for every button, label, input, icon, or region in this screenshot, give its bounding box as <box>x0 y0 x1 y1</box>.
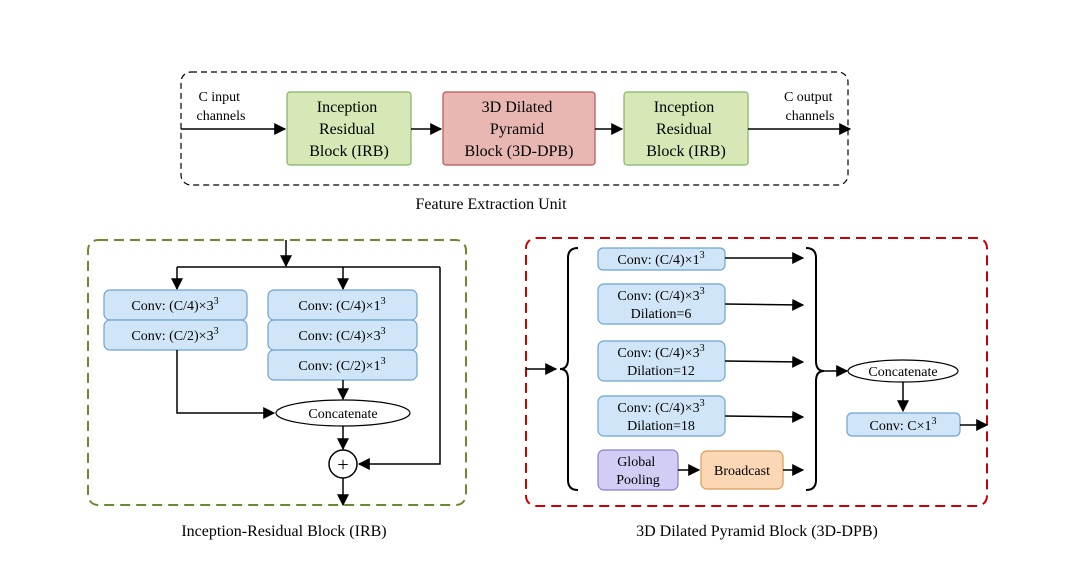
svg-text:Conv: (C/4)×33: Conv: (C/4)×33 <box>617 286 704 304</box>
dpb-concatenate-node: Concatenate <box>847 359 959 383</box>
dpb-caption: 3D Dilated Pyramid Block (3D-DPB) <box>636 523 878 540</box>
svg-text:Conv: (C/4)×13: Conv: (C/4)×13 <box>617 250 704 268</box>
svg-text:+: + <box>337 454 348 476</box>
dpb-panel: Conv: (C/4)×13 Conv: (C/4)×33 Dilation=6… <box>525 237 989 540</box>
dpb-branch-conv-1: Conv: (C/4)×13 <box>597 247 726 271</box>
dpb-branch-4-arrow <box>724 410 805 423</box>
dpb-dashed-border <box>525 237 988 507</box>
svg-text:Concatenate: Concatenate <box>308 407 377 422</box>
irb-left-conv-2: Conv: (C/2)×33 <box>103 319 248 351</box>
svg-text:Dilation=6: Dilation=6 <box>631 307 692 322</box>
dpb-branch-conv-4: Conv: (C/4)×33 Dilation=18 <box>597 395 726 437</box>
irb-caption: Inception-Residual Block (IRB) <box>181 523 386 540</box>
feu-irb1-label: Inception Residual Block (IRB) <box>309 99 389 160</box>
irb-panel: Conv: (C/4)×33 Conv: (C/2)×33 Conv: (C/4… <box>87 239 467 540</box>
svg-text:Broadcast: Broadcast <box>714 464 770 479</box>
feature-extraction-unit: C input channels Inception Residual Bloc… <box>180 71 852 213</box>
svg-text:Conv: C×13: Conv: C×13 <box>870 416 937 434</box>
svg-text:Conv: (C/2)×33: Conv: (C/2)×33 <box>131 326 218 344</box>
svg-text:Conv: (C/2)×13: Conv: (C/2)×13 <box>298 356 385 374</box>
svg-text:Conv: (C/4)×33: Conv: (C/4)×33 <box>617 398 704 416</box>
dpb-branch-3-arrow <box>724 355 805 368</box>
svg-text:Conv: (C/4)×33: Conv: (C/4)×33 <box>617 343 704 361</box>
svg-text:Conv: (C/4)×13: Conv: (C/4)×13 <box>298 296 385 314</box>
irb-left-to-concat <box>176 350 276 419</box>
dpb-branch-conv-2: Conv: (C/4)×33 Dilation=6 <box>597 283 726 325</box>
irb-right-conv-1: Conv: (C/4)×13 <box>267 289 418 321</box>
svg-text:Dilation=18: Dilation=18 <box>627 419 695 434</box>
svg-text:Concatenate: Concatenate <box>868 365 937 380</box>
svg-text:Conv: (C/4)×33: Conv: (C/4)×33 <box>131 296 218 314</box>
svg-text:Global Pooling: Global Pooling <box>616 455 660 488</box>
feu-caption: Feature Extraction Unit <box>415 196 567 213</box>
irb-concatenate-node: Concatenate <box>275 399 411 427</box>
irb-right-conv-3: Conv: (C/2)×13 <box>267 349 418 381</box>
feu-dpb-label: 3D Dilated Pyramid Block (3D-DPB) <box>465 99 574 160</box>
dpb-output-conv: Conv: C×13 <box>846 412 961 437</box>
dpb-right-brace <box>805 247 825 491</box>
irb-right-conv-2: Conv: (C/4)×33 <box>267 319 418 351</box>
dpb-global-pooling: Global Pooling <box>597 449 679 491</box>
feu-irb2-label: Inception Residual Block (IRB) <box>646 99 726 160</box>
svg-text:Dilation=12: Dilation=12 <box>627 364 695 379</box>
irb-residual-skip <box>357 267 441 470</box>
dpb-branch-2-arrow <box>724 298 805 311</box>
irb-add-node: + <box>328 449 358 479</box>
irb-left-conv-1: Conv: (C/4)×33 <box>103 289 248 321</box>
dpb-left-brace <box>559 247 579 491</box>
svg-text:Conv: (C/4)×33: Conv: (C/4)×33 <box>298 326 385 344</box>
dpb-branch-conv-3: Conv: (C/4)×33 Dilation=12 <box>597 340 726 382</box>
irb-dashed-border <box>87 239 467 506</box>
feu-input-label: C input channels <box>197 90 246 124</box>
feu-output-label: C output channels <box>784 90 836 124</box>
dpb-broadcast: Broadcast <box>700 450 784 490</box>
